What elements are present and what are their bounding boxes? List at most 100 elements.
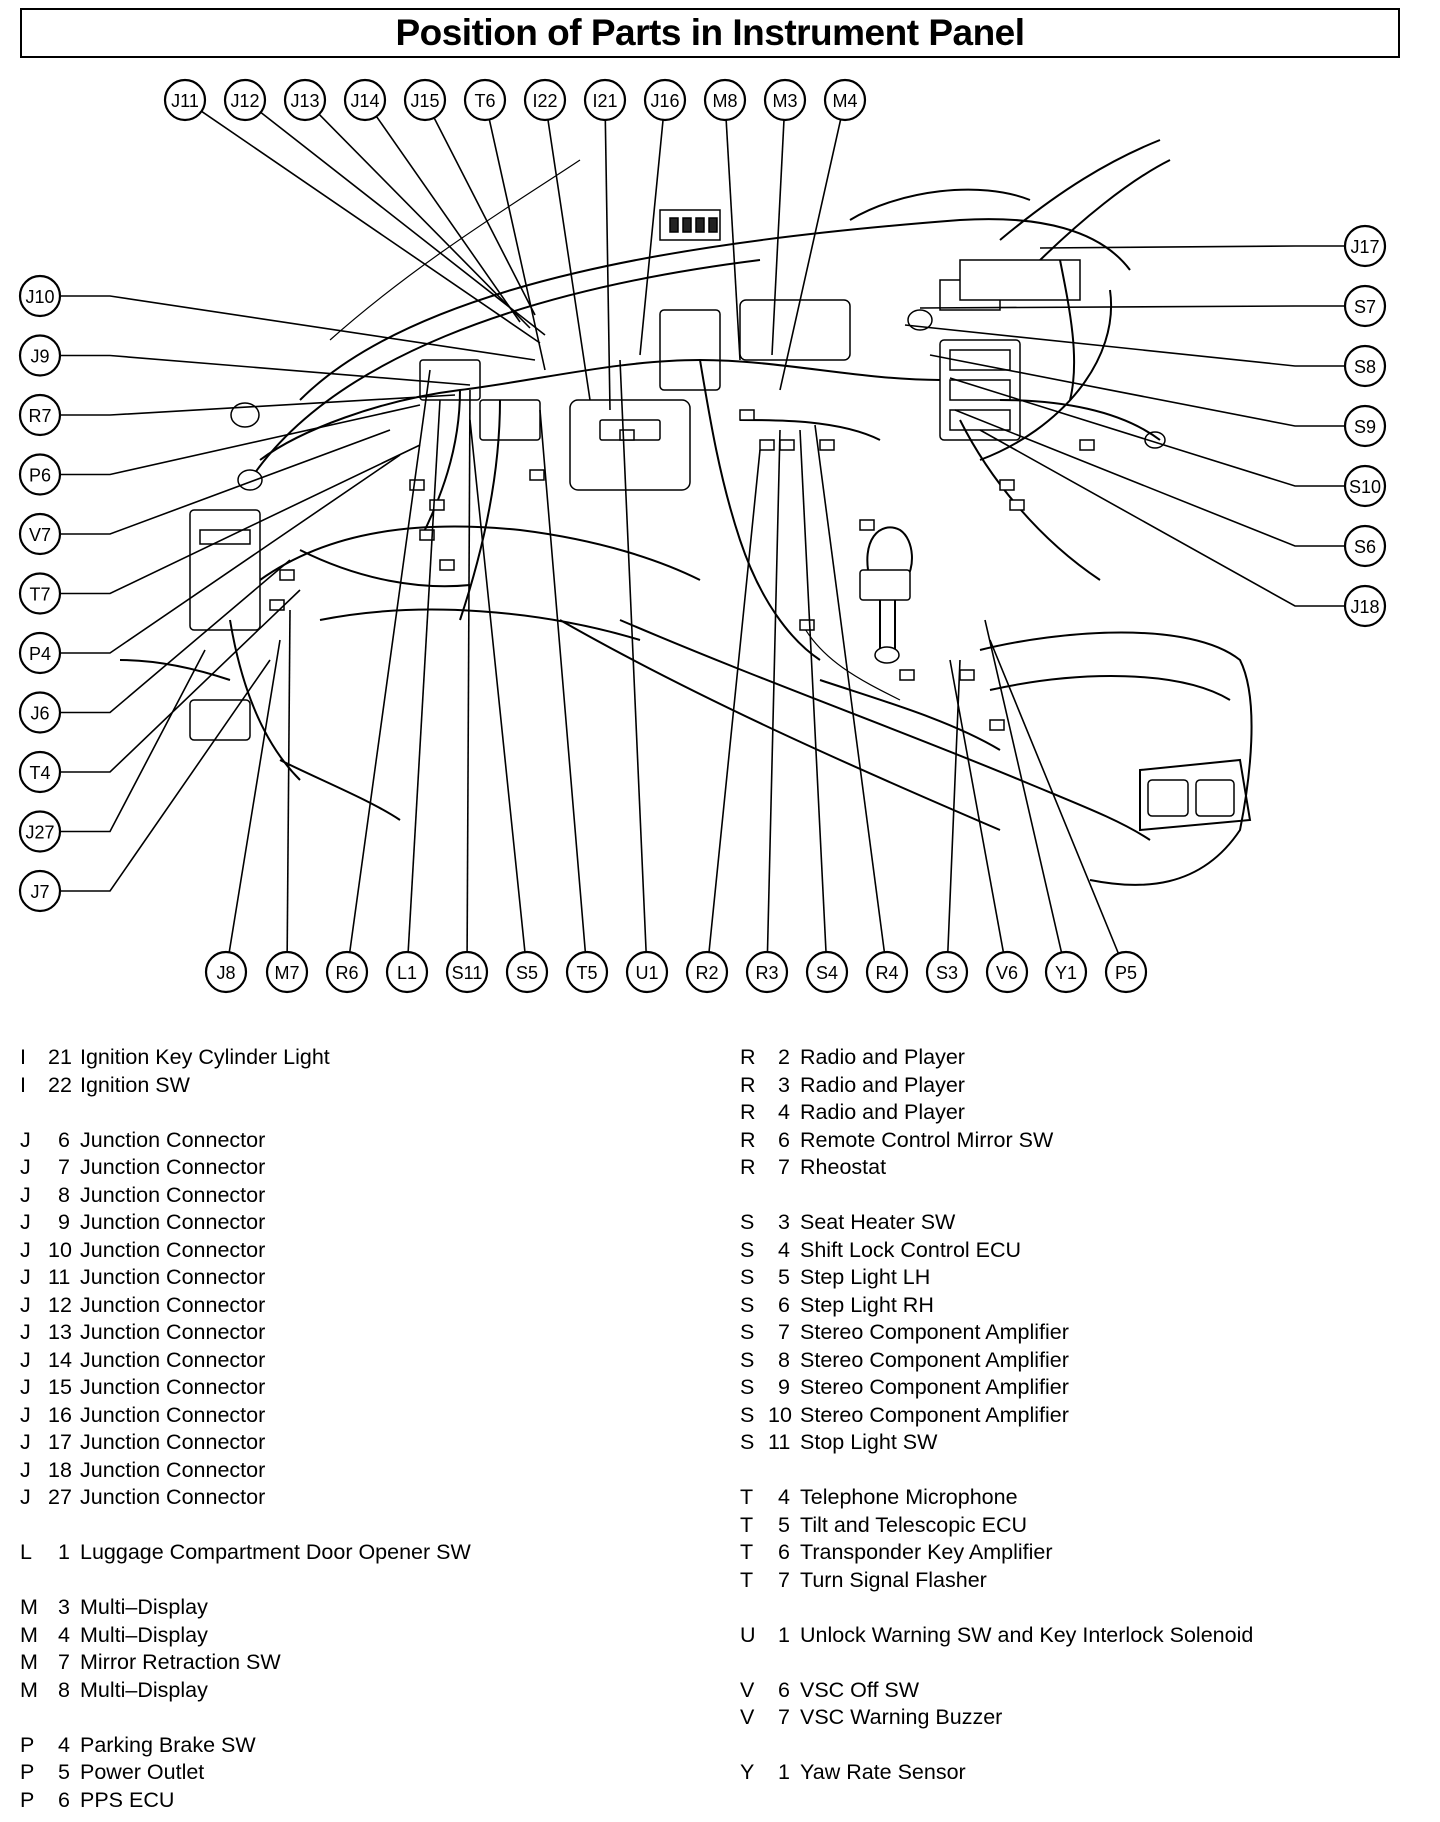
callout-j10: J10: [18, 274, 62, 318]
legend-code-letter: S: [740, 1375, 755, 1399]
callout-t5: T5: [565, 950, 609, 994]
leader-line-j9: [60, 354, 471, 386]
callout-text: T7: [29, 585, 50, 605]
callout-y1: Y1: [1044, 950, 1088, 994]
leader-line-j13: [318, 113, 531, 329]
legend-description: Unlock Warning SW and Key Interlock Sole…: [800, 1622, 1254, 1647]
callout-j27: J27: [18, 810, 62, 853]
callout-r2: R2: [685, 950, 729, 994]
legend-code-number: 8: [58, 1677, 70, 1702]
connector-blocks: [269, 409, 1095, 731]
callout-text: J11: [171, 91, 199, 111]
legend-description: Stereo Component Amplifier: [800, 1375, 1069, 1399]
legend-code-letter: S: [740, 1320, 755, 1344]
callout-j12: J12: [223, 78, 267, 122]
leader-line-j6: [60, 559, 291, 714]
legend-code-number: 3: [778, 1072, 790, 1097]
legend-code-number: 2: [778, 1045, 790, 1069]
callout-text: U1: [635, 963, 658, 983]
legend-description: Ignition Key Cylinder Light: [80, 1045, 330, 1069]
legend-description: Seat Heater SW: [800, 1210, 956, 1234]
legend-code-number: 6: [778, 1540, 790, 1564]
legend-code-number: 14: [48, 1347, 72, 1372]
callout-circle: [18, 631, 62, 675]
leader-line-m4: [779, 119, 842, 391]
legend-description: Yaw Rate Sensor: [800, 1760, 966, 1784]
leader-line-p5: [989, 639, 1120, 954]
callout-r4: R4: [865, 950, 909, 994]
callout-text: R7: [28, 406, 51, 426]
legend-code-letter: J: [20, 1155, 31, 1179]
legend-code-letter: J: [20, 1265, 31, 1289]
legend-code-letter: J: [20, 1320, 31, 1344]
callout-j8: J8: [204, 950, 248, 994]
legend-description: PPS ECU: [80, 1787, 175, 1812]
leader-line-r6: [348, 369, 431, 953]
legend-description: Junction Connector: [80, 1320, 266, 1344]
legend-code-number: 11: [768, 1430, 791, 1454]
callout-circle: [703, 78, 747, 122]
legend-code-number: 7: [778, 1567, 790, 1592]
leader-line-s5: [469, 419, 526, 953]
callout-j16: J16: [643, 78, 687, 122]
leader-line-r3: [766, 429, 781, 953]
callout-text: V7: [29, 525, 51, 545]
legend-code-letter: V: [740, 1677, 755, 1702]
leader-line-j14: [375, 115, 521, 323]
callout-circle: [1343, 344, 1387, 388]
callout-circle: [643, 78, 687, 122]
legend-description: Junction Connector: [80, 1292, 266, 1317]
legend-code-number: 7: [58, 1650, 70, 1674]
callout-circle: [1343, 524, 1387, 568]
callout-t6: T6: [463, 78, 507, 122]
legend-code-letter: J: [20, 1127, 31, 1152]
legend-code-number: 3: [778, 1210, 790, 1234]
legend-code-letter: T: [740, 1512, 754, 1537]
callout-circle: [583, 78, 627, 122]
callout-s9: S9: [1343, 404, 1387, 448]
callout-circle: [283, 78, 327, 122]
callout-m8: M8: [703, 78, 747, 122]
leader-line-u1: [619, 359, 647, 953]
legend-code-letter: T: [740, 1567, 754, 1592]
legend-code-number: 10: [48, 1237, 72, 1262]
callout-circle: [925, 950, 969, 994]
callout-text: I21: [592, 91, 617, 111]
legend-description: Junction Connector: [80, 1347, 266, 1372]
legend-description: Radio and Player: [800, 1045, 965, 1069]
leader-line-r4: [814, 424, 886, 953]
leader-line-y1: [984, 619, 1063, 953]
legend-description: Luggage Compartment Door Opener SW: [80, 1540, 471, 1564]
callout-circle: [805, 950, 849, 994]
